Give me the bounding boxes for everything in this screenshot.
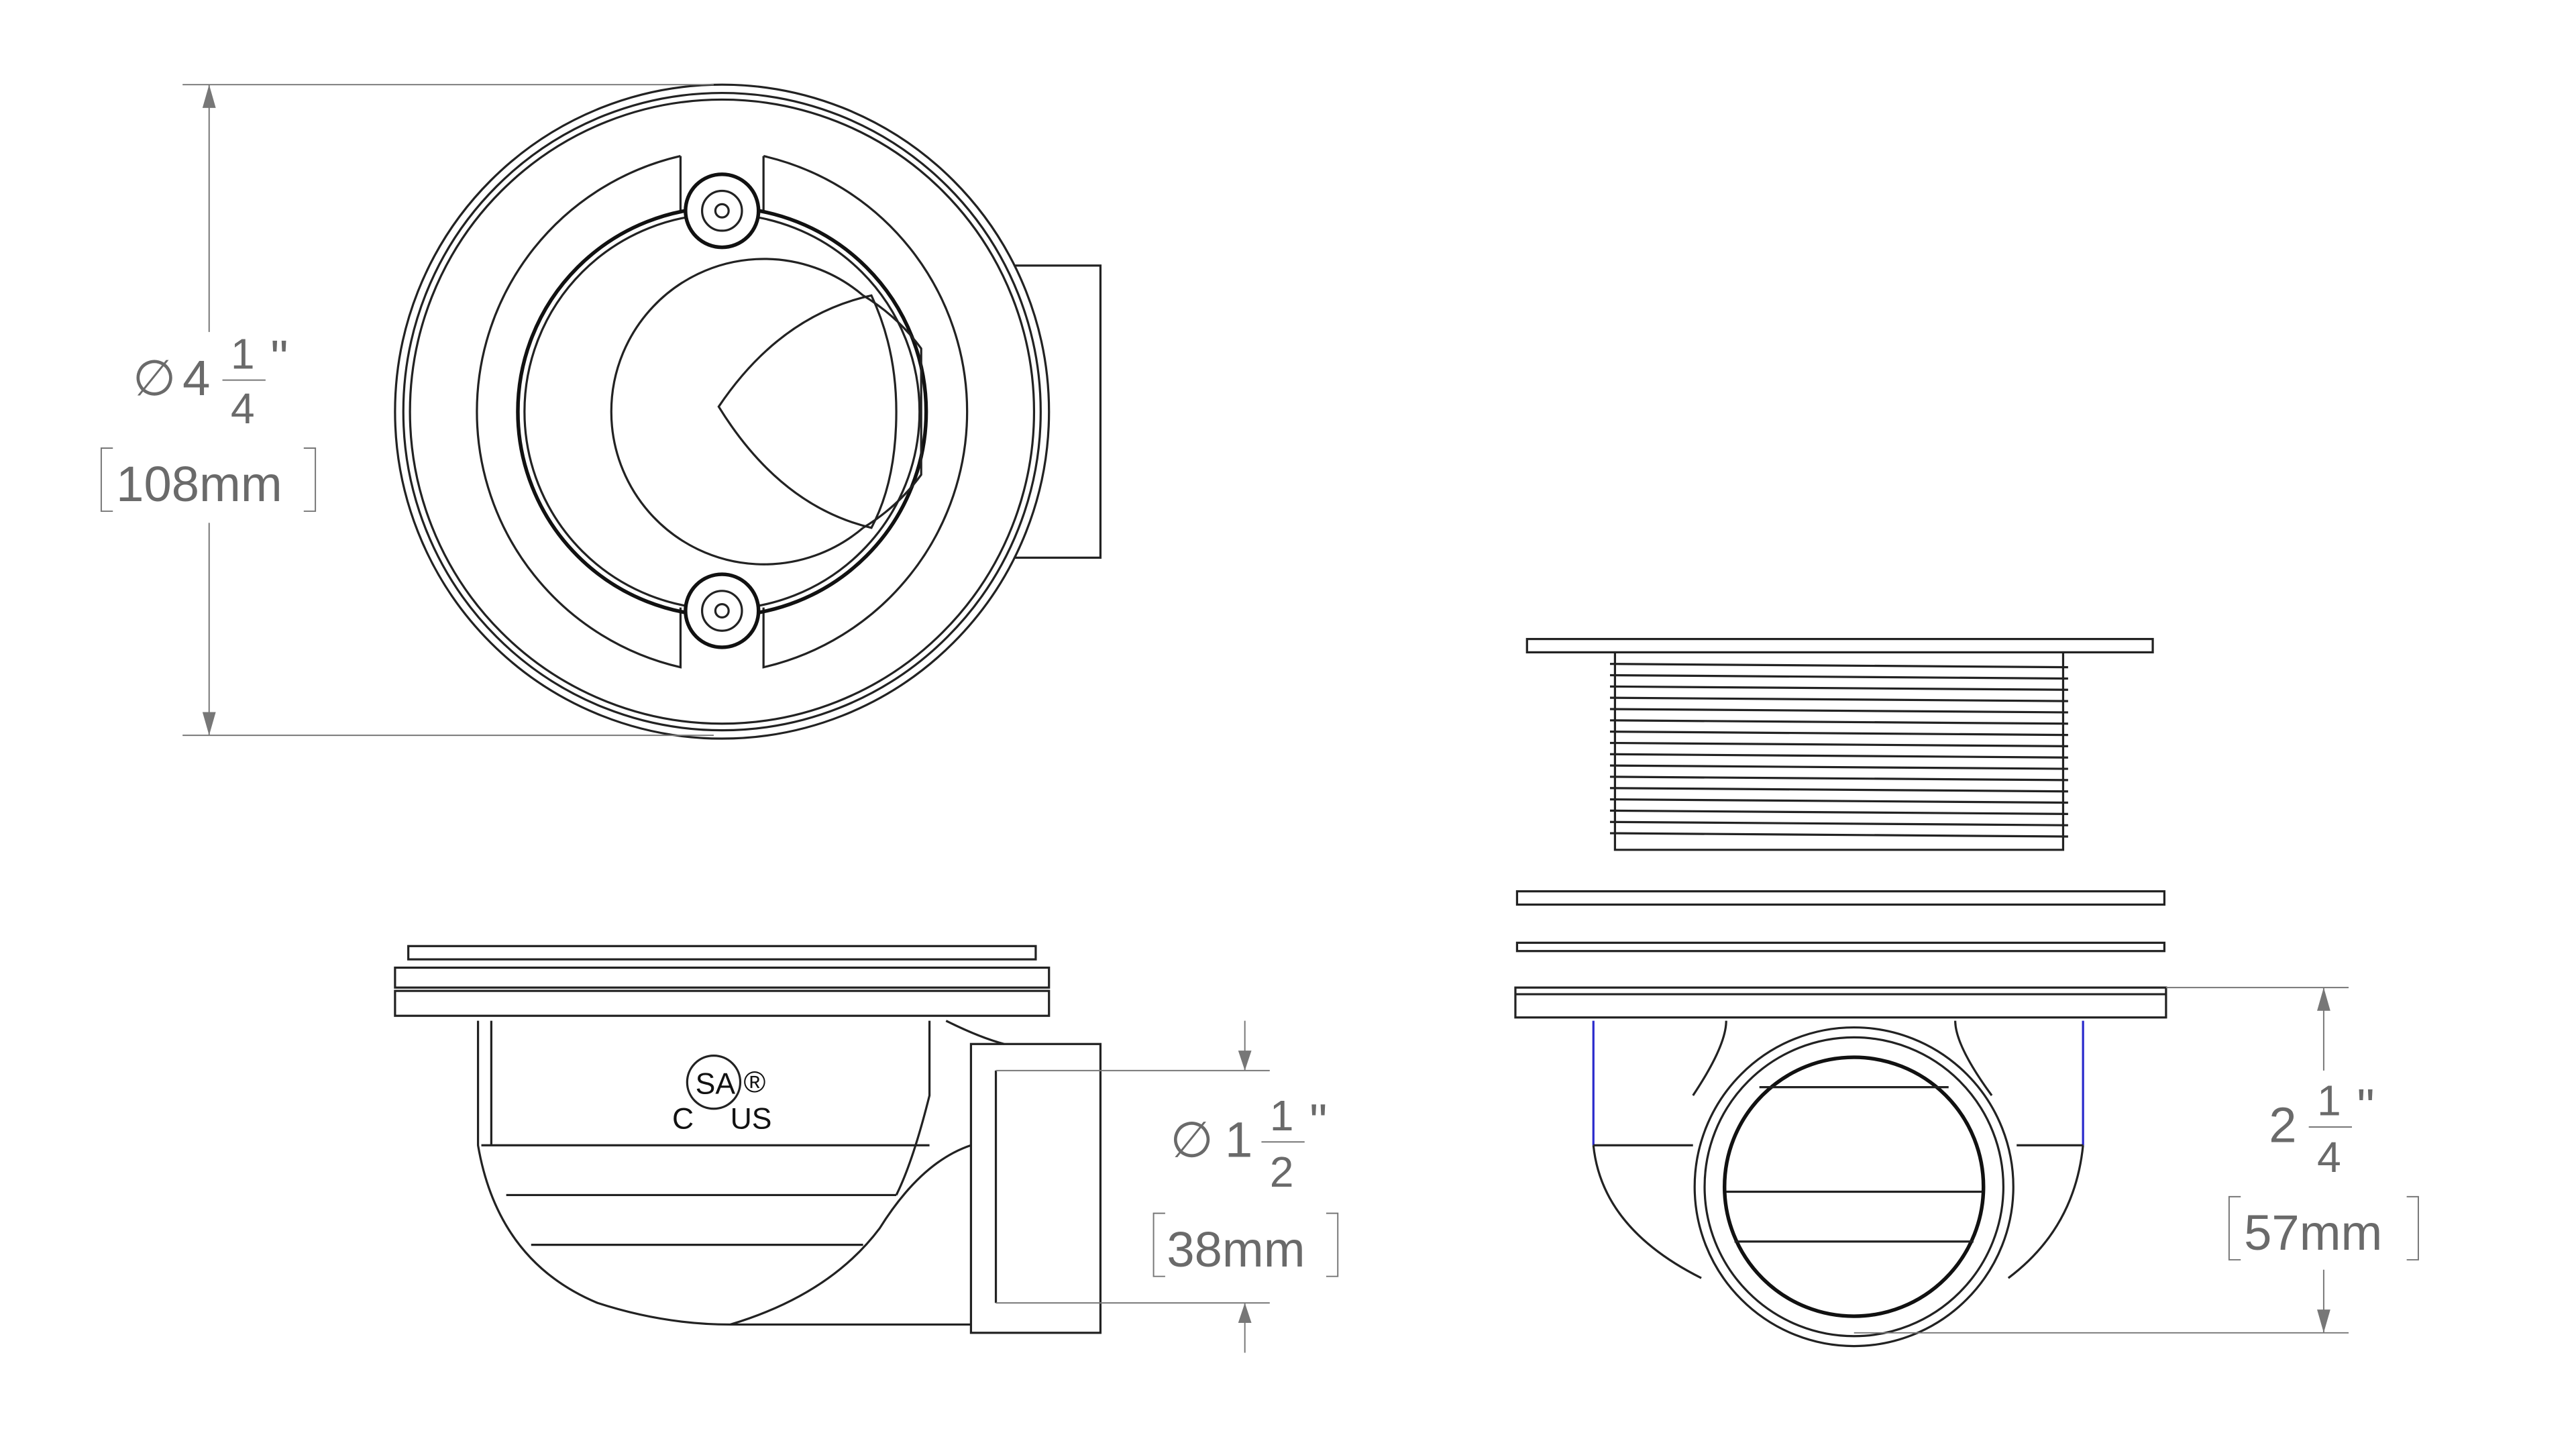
diameter-unit: " xyxy=(270,330,288,386)
thread-line xyxy=(1609,708,2068,714)
thread-line xyxy=(1609,832,2068,838)
thread-line xyxy=(1609,820,2068,826)
csa-us: US xyxy=(731,1102,772,1135)
thread-line xyxy=(1609,696,2068,702)
csa-certification-mark: SA ® C US xyxy=(672,1055,772,1135)
side-view: SA ® C US xyxy=(394,945,1102,1334)
top-view xyxy=(394,83,1102,740)
thread-line xyxy=(1609,764,2068,770)
height-numerator: 1 xyxy=(2317,1077,2341,1125)
thread-line xyxy=(1609,787,2068,793)
dimension-height: 2 1 4 " 57mm xyxy=(1854,987,2419,1334)
thread-line xyxy=(1609,731,2068,737)
diameter-whole: 4 xyxy=(182,350,210,406)
outlet-diameter-whole: 1 xyxy=(1225,1112,1252,1168)
thread-line xyxy=(1609,741,2068,748)
bolt-bottom xyxy=(684,572,761,649)
csa-c: C xyxy=(672,1102,694,1135)
csa-registered: ® xyxy=(743,1066,765,1099)
height-metric: 57mm xyxy=(2244,1205,2382,1260)
height-denominator: 4 xyxy=(2317,1133,2341,1181)
diameter-symbol: ∅ xyxy=(133,350,176,406)
thread-line xyxy=(1609,753,2068,759)
dimension-overall-diameter: ∅ 4 1 4 " 108mm xyxy=(100,84,714,737)
thread-line xyxy=(1609,809,2068,815)
outlet-diameter-denominator: 2 xyxy=(1270,1148,1294,1196)
thread-line xyxy=(1609,719,2068,725)
diameter-metric: 108mm xyxy=(116,456,282,512)
front-view xyxy=(1514,637,2167,1348)
outlet-diameter-unit: " xyxy=(1309,1093,1327,1149)
outlet-diameter-numerator: 1 xyxy=(1270,1091,1294,1140)
thread-line xyxy=(1609,663,2068,669)
csa-logo-text: SA xyxy=(696,1068,736,1101)
threads xyxy=(1609,663,2068,838)
height-unit: " xyxy=(2357,1079,2374,1134)
thread-line xyxy=(1609,798,2068,804)
diameter-numerator: 1 xyxy=(231,329,255,378)
bolt-top xyxy=(684,172,761,250)
diameter-denominator: 4 xyxy=(231,384,255,433)
thread-line xyxy=(1609,775,2068,782)
thread-line xyxy=(1609,674,2068,680)
outlet-diameter-metric: 38mm xyxy=(1167,1222,1305,1277)
height-whole: 2 xyxy=(2269,1097,2296,1152)
outlet-diameter-symbol: ∅ xyxy=(1170,1112,1214,1168)
dimension-outlet-diameter: ∅ 1 1 2 " 38mm xyxy=(996,1020,1339,1353)
thread-line xyxy=(1609,685,2068,691)
